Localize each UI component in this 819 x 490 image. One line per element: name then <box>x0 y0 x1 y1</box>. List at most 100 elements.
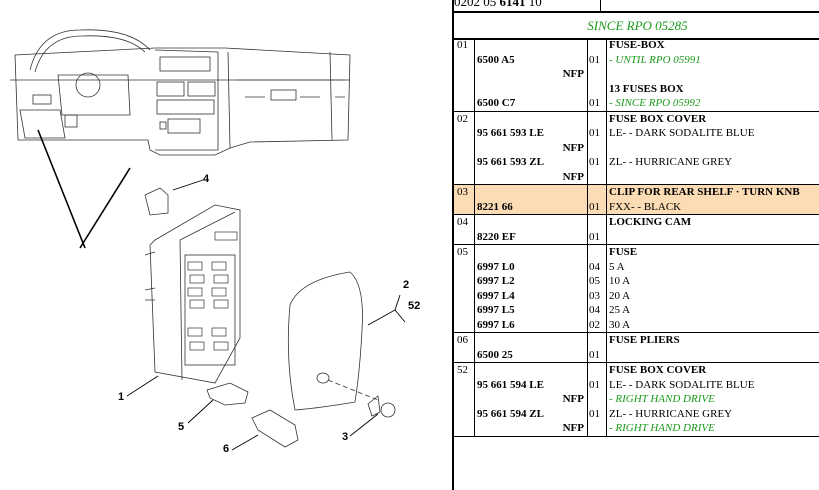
parts-row-03[interactable]: 03 8221 66 01 CLIP FOR REAR SHELF · TURN KN… <box>454 184 819 215</box>
item-index-label: 05 <box>457 246 468 258</box>
quantity <box>589 141 605 156</box>
description-cell: FUSE BOX COVER LE- - DARK SODALITE BLUE - … <box>606 362 819 437</box>
item-index: 03 <box>454 184 475 215</box>
catalog-ref-bold: 6141 <box>499 0 526 9</box>
item-index: 04 <box>454 214 475 245</box>
part-reference: 6500 A5 <box>477 53 515 66</box>
quantity: 01 <box>589 156 600 168</box>
part-variant: 25 A <box>609 304 631 316</box>
quantity <box>589 82 605 97</box>
part-reference <box>477 185 586 200</box>
callout-6: 6 <box>223 443 230 455</box>
part-reference <box>477 333 586 348</box>
item-index-label: 52 <box>457 364 468 376</box>
dashboard-drawing <box>10 29 351 156</box>
callout-3: 3 <box>342 431 349 443</box>
item-index-label: 01 <box>457 39 468 51</box>
callout-4: 4 <box>203 173 210 185</box>
quantity <box>589 67 605 82</box>
description-cell: FUSE PLIERS <box>606 332 819 363</box>
part-name: 13 FUSES BOX <box>609 82 684 95</box>
quantity-cell: 01 <box>587 214 607 245</box>
part-reference <box>477 112 586 127</box>
callout-52: 52 <box>408 300 421 312</box>
part-reference: 6997 L2 <box>477 275 515 287</box>
quantity: 01 <box>589 348 600 361</box>
part-reference <box>477 38 586 53</box>
part-variant <box>609 170 819 185</box>
part-reference: 95 661 593 ZL <box>477 156 544 168</box>
part-reference <box>477 245 586 260</box>
item-index: 01 <box>454 38 475 112</box>
description-cell: LOCKING CAM <box>606 214 819 245</box>
catalog-reference: 0202 05 6141 10 <box>454 0 542 9</box>
quantity <box>589 363 605 378</box>
quantity-cell: 01 01 <box>587 38 607 112</box>
part-name: FUSE <box>609 246 638 258</box>
nfp-flag: NFP <box>562 170 584 183</box>
part-reference <box>477 363 586 378</box>
item-index: 05 <box>454 244 475 333</box>
item-index-label: 02 <box>457 112 468 125</box>
callout-1: 1 <box>118 391 125 403</box>
catalog-ref-prefix: 0202 05 <box>454 0 500 9</box>
part-reference: 6500 C7 <box>477 97 516 109</box>
quantity: 01 <box>589 53 600 66</box>
part-name: FUSE BOX COVER <box>609 364 707 376</box>
item-index-label: 03 <box>457 186 468 198</box>
part-reference-cell: 6500 25 <box>474 332 588 363</box>
quantity-cell: 01 <box>587 184 607 215</box>
part-variant: - UNTIL RPO 05991 <box>609 53 701 66</box>
part-variant: FXX- - BLACK <box>609 200 682 213</box>
part-name: FUSE-BOX <box>609 39 665 51</box>
exploded-parts-diagram: 1 2 52 3 4 5 6 <box>10 29 421 455</box>
item-index-label: 06 <box>457 334 468 346</box>
part-variant <box>609 67 819 82</box>
quantity: 05 <box>589 275 600 287</box>
fuse-box-drawing <box>144 204 241 384</box>
part-variant: ZL- - HURRICANE GREY <box>609 407 733 420</box>
quantity: 01 <box>589 378 600 391</box>
part-reference: 95 661 594 LE <box>477 378 544 391</box>
nfp-flag: NFP <box>562 68 584 80</box>
fuse-drawing <box>206 382 249 406</box>
quantity <box>589 421 605 436</box>
part-name: FUSE BOX COVER <box>609 112 707 125</box>
quantity: 01 <box>589 407 600 420</box>
parts-row-01[interactable]: 01 6500 A5 NFP 6500 C7 01 01 FUSE-BOX - UNTIL R… <box>454 38 819 112</box>
part-variant: - RIGHT HAND DRIVE <box>609 393 715 405</box>
quantity: 02 <box>589 318 600 331</box>
quantity <box>589 392 605 407</box>
part-variant: 10 A <box>609 275 631 287</box>
callout-2: 2 <box>403 279 410 291</box>
part-reference: 8221 66 <box>477 200 513 213</box>
cover-drawing <box>287 271 363 411</box>
item-index-label: 04 <box>457 216 468 228</box>
quantity: 01 <box>589 200 600 213</box>
quantity <box>589 245 605 260</box>
quantity: 01 <box>589 127 600 139</box>
callout-5: 5 <box>178 421 185 433</box>
header-divider <box>600 0 601 11</box>
part-variant: LE- - DARK SODALITE BLUE <box>609 378 755 391</box>
part-name: CLIP FOR REAR SHELF · TURN KNB <box>609 186 800 198</box>
part-reference-cell: 6500 A5 NFP 6500 C7 <box>474 38 588 112</box>
quantity: 01 <box>589 97 600 109</box>
part-variant: - RIGHT HAND DRIVE <box>609 422 715 434</box>
part-variant: 5 A <box>609 260 625 273</box>
nfp-flag: NFP <box>562 141 584 154</box>
part-reference: 6997 L5 <box>477 304 515 316</box>
part-reference <box>477 82 586 97</box>
part-reference: 6997 L0 <box>477 260 515 273</box>
catalog-ref-suffix: 10 <box>525 0 542 9</box>
